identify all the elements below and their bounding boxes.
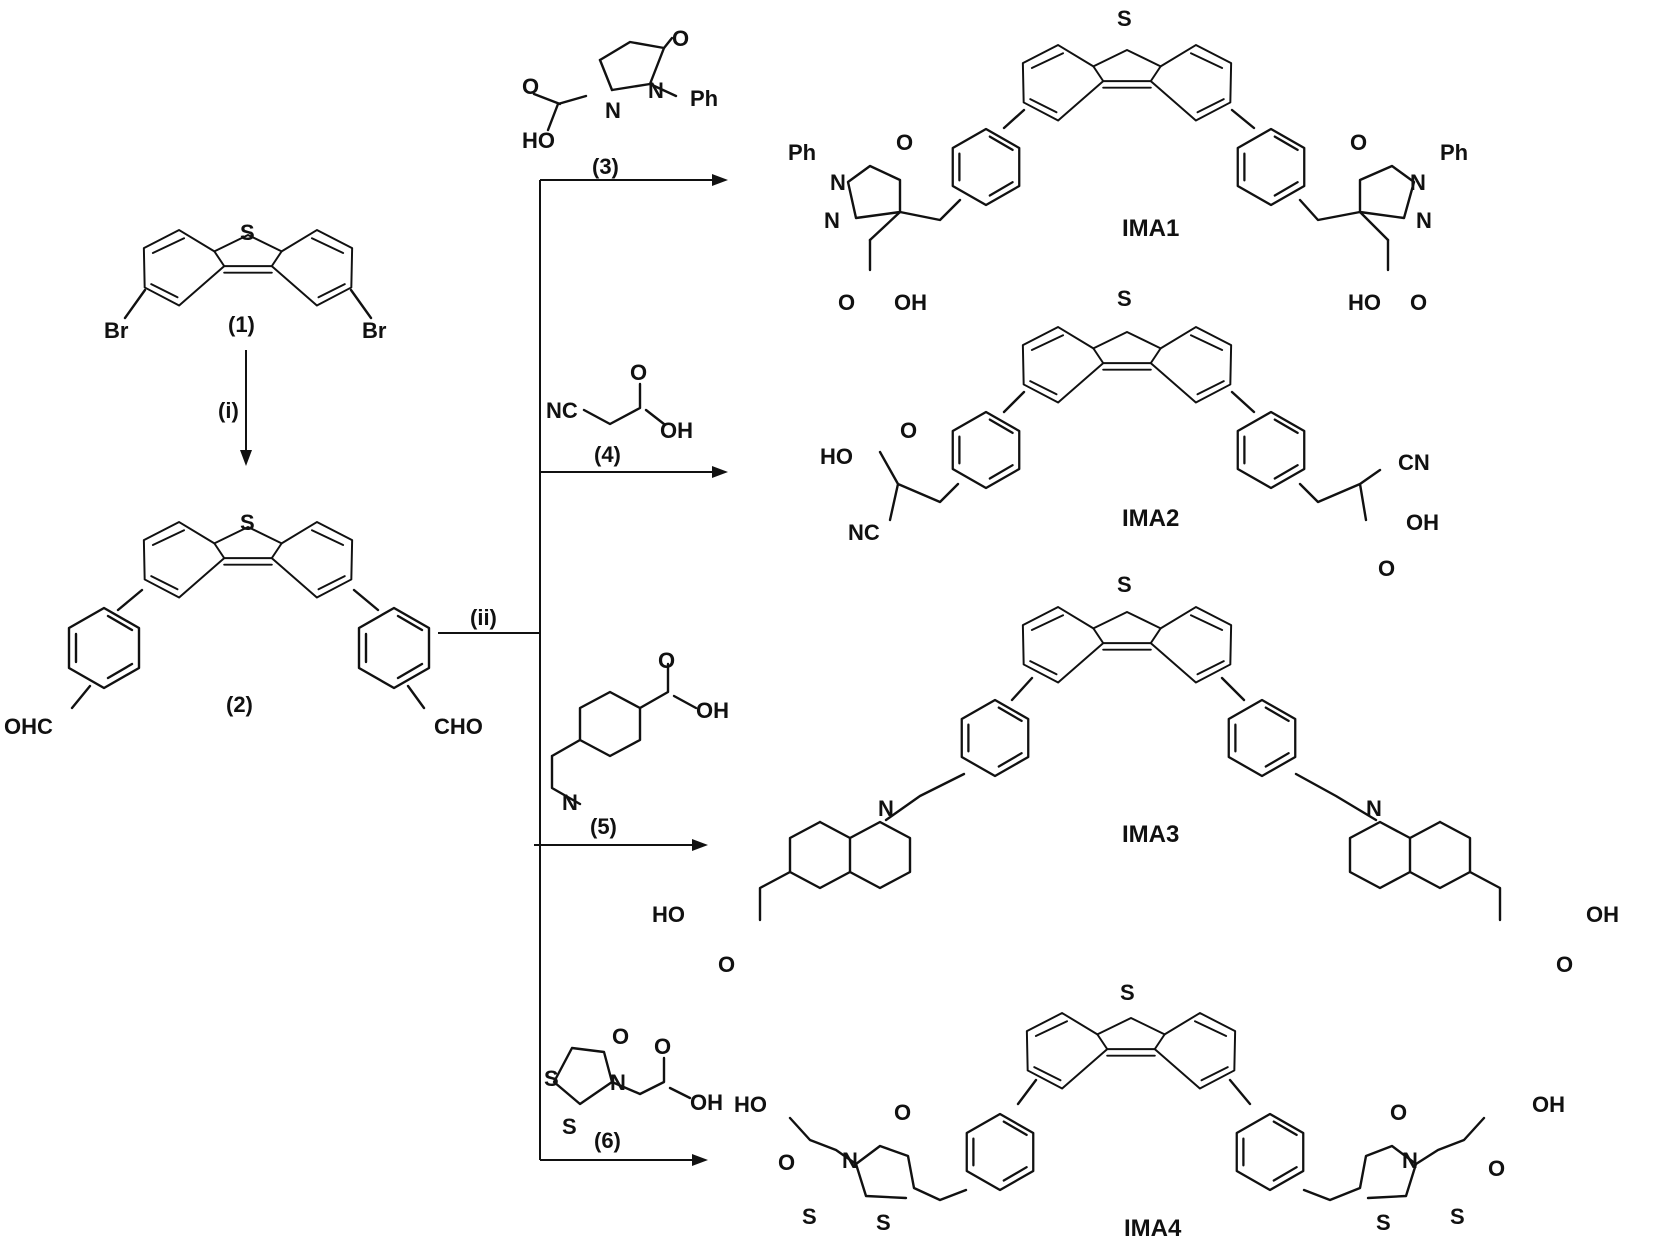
reagent-6: O S N S O OH (6) — [544, 1024, 723, 1153]
ima4-o1-left: O — [778, 1150, 795, 1175]
reagent-3-label: (3) — [592, 154, 619, 179]
ima3-oh: OH — [1586, 902, 1619, 927]
ima2-o-right: O — [1378, 556, 1395, 581]
r3-atom-o2: O — [522, 74, 539, 99]
ima3-o-left: O — [718, 952, 735, 977]
ima1-oh-left: OH — [894, 290, 927, 315]
reagent-4: NC O OH (4) — [546, 360, 693, 467]
ima1-n2-right: N — [1416, 208, 1432, 233]
r6-atom-o: O — [612, 1024, 629, 1049]
c2-sub-cho: CHO — [434, 714, 483, 739]
step-i-label: (i) — [218, 398, 239, 423]
ima2-cn: CN — [1398, 450, 1430, 475]
ima4-s1-right: S — [1376, 1210, 1391, 1235]
ima4-n-left: N — [842, 1148, 858, 1173]
reagent-4-label: (4) — [594, 442, 621, 467]
r6-atom-n: N — [610, 1070, 626, 1095]
dbt-sulfur: S — [1117, 286, 1132, 311]
r6-atom-s1: S — [544, 1066, 559, 1091]
reagent-6-label: (6) — [594, 1128, 621, 1153]
reagent-5-label: (5) — [590, 814, 617, 839]
r3-atom-ho: HO — [522, 128, 555, 153]
ima1-n2-left: N — [824, 208, 840, 233]
r4-atom-oh: OH — [660, 418, 693, 443]
r4-atom-o: O — [630, 360, 647, 385]
step-i-arrow: (i) — [218, 350, 252, 466]
ima1-ho-right: HO — [1348, 290, 1381, 315]
ima1-o2-right: O — [1410, 290, 1427, 315]
ima3-n-left: N — [878, 796, 894, 821]
ima4-ho: HO — [734, 1092, 767, 1117]
ima1-n1-left: N — [830, 170, 846, 195]
ima1-o-right: O — [1350, 130, 1367, 155]
ima1-n1-right: N — [1410, 170, 1426, 195]
dbt-sulfur: S — [1117, 572, 1132, 597]
ima2-nc: NC — [848, 520, 880, 545]
ima2-oh-right: OH — [1406, 510, 1439, 535]
ima1-name: IMA1 — [1122, 215, 1179, 242]
ima4-n-right: N — [1402, 1148, 1418, 1173]
reagent-5: N O OH (5) — [550, 648, 729, 839]
ima4-o1-right: O — [1488, 1156, 1505, 1181]
ima4-s1-left: S — [802, 1204, 817, 1229]
dbt-sulfur: S — [240, 220, 255, 245]
r3-atom-n1: N — [648, 78, 664, 103]
ima1-ph-right: Ph — [1440, 140, 1468, 165]
ima4-o2-left: O — [894, 1100, 911, 1125]
ima1-ph-left: Ph — [788, 140, 816, 165]
compound-1: S Br Br (1) — [104, 220, 387, 343]
dbt-sulfur: S — [240, 510, 255, 535]
step-ii-branch: (ii) — [438, 174, 728, 1166]
c1-sub-br-left: Br — [104, 318, 129, 343]
ima4-name: IMA4 — [1124, 1215, 1182, 1242]
ima1-o-left: O — [896, 130, 913, 155]
step-ii-label: (ii) — [470, 605, 497, 630]
product-ima4: S HO O O N S S OH O O N S S IMA4 — [734, 980, 1565, 1242]
reagent-3: O N N Ph HO O (3) — [522, 26, 718, 179]
compound-2: S OHC CHO (2) — [4, 510, 483, 739]
ima2-ho: HO — [820, 444, 853, 469]
r6-atom-o2: O — [654, 1034, 671, 1059]
r6-atom-s2: S — [562, 1114, 577, 1139]
ima3-name: IMA3 — [1122, 821, 1179, 848]
compound-2-label: (2) — [226, 692, 253, 717]
r3-atom-n2: N — [605, 98, 621, 123]
dbt-sulfur: S — [1120, 980, 1135, 1005]
product-ima2: S HO O NC CN OH O IMA2 — [820, 286, 1439, 581]
ima4-s2-left: S — [876, 1210, 891, 1235]
ima1-o2-left: O — [838, 290, 855, 315]
product-ima3: S N N HO O OH O IMA3 — [652, 572, 1619, 977]
c1-sub-br-right: Br — [362, 318, 387, 343]
ima4-o2-right: O — [1390, 1100, 1407, 1125]
product-ima1: S O Ph N N O OH O Ph N N HO O IMA1 — [788, 6, 1468, 315]
r3-atom-o: O — [672, 26, 689, 51]
ima2-name: IMA2 — [1122, 505, 1179, 532]
r6-atom-oh: OH — [690, 1090, 723, 1115]
ima4-oh: OH — [1532, 1092, 1565, 1117]
r4-atom-nc: NC — [546, 398, 578, 423]
ima3-n-right: N — [1366, 796, 1382, 821]
r3-atom-ph: Ph — [690, 86, 718, 111]
ima3-ho: HO — [652, 902, 685, 927]
dbt-sulfur: S — [1117, 6, 1132, 31]
r5-atom-oh: OH — [696, 698, 729, 723]
ima3-o-right: O — [1556, 952, 1573, 977]
compound-1-label: (1) — [228, 312, 255, 337]
ima2-o-left: O — [900, 418, 917, 443]
c2-sub-ohc: OHC — [4, 714, 53, 739]
r5-atom-n: N — [562, 790, 578, 815]
r5-atom-o: O — [658, 648, 675, 673]
ima4-s2-right: S — [1450, 1204, 1465, 1229]
